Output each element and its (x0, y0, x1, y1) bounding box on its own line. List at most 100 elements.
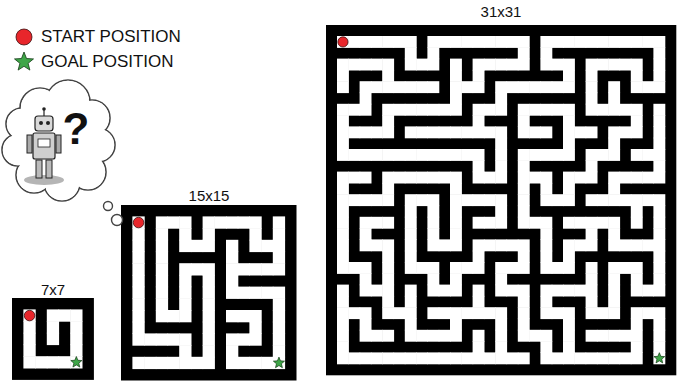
maze-passage (450, 217, 462, 229)
maze-passage (597, 36, 609, 48)
maze-passage (552, 149, 564, 161)
maze-passage (382, 285, 394, 297)
maze-passage (416, 330, 428, 342)
maze-passage (484, 126, 496, 138)
maze-passage (608, 93, 620, 105)
maze-passage (631, 341, 643, 353)
maze-passage (156, 275, 168, 287)
maze-passage (552, 81, 564, 93)
maze-passage (597, 59, 609, 71)
maze-passage (653, 160, 665, 172)
maze-passage (495, 217, 507, 229)
maze-passage (226, 333, 238, 345)
maze-passage (608, 330, 620, 342)
maze-passage (540, 239, 552, 251)
maze-passage (608, 59, 620, 71)
maze-passage (507, 59, 519, 71)
maze-passage (47, 321, 59, 333)
maze-passage (495, 93, 507, 105)
maze-passage (337, 341, 349, 353)
maze-passage (348, 352, 360, 364)
goal-marker (654, 353, 665, 363)
maze-passage (226, 240, 238, 252)
maze-passage (249, 333, 261, 345)
maze-walls (12, 298, 94, 380)
maze-passage (473, 160, 485, 172)
maze-passage (337, 307, 349, 319)
maze-passage (394, 81, 406, 93)
maze-passage (156, 357, 168, 369)
maze-passage (563, 59, 575, 71)
maze-passage (563, 330, 575, 342)
maze-passage (484, 217, 496, 229)
maze-passage (405, 47, 417, 59)
maze-passage (273, 252, 285, 264)
maze-passage (70, 356, 82, 368)
maze-passage (382, 70, 394, 82)
maze-passage (348, 172, 360, 184)
maze-passage (631, 59, 643, 71)
maze-passage (653, 115, 665, 127)
maze-passage (427, 47, 439, 59)
maze-passage (416, 126, 428, 138)
maze-passage (405, 352, 417, 364)
maze-passage (631, 172, 643, 184)
maze-passage (337, 285, 349, 297)
maze-passage (586, 296, 598, 308)
maze-passage (249, 263, 261, 275)
maze-passage (156, 287, 168, 299)
maze-grid (326, 25, 676, 375)
maze-passage (203, 310, 215, 322)
maze-passage (337, 319, 349, 331)
maze-passage (179, 228, 191, 240)
maze-passage (540, 59, 552, 71)
maze-passage (249, 310, 261, 322)
maze-passage (394, 104, 406, 116)
maze-passage (574, 217, 586, 229)
maze-passage (405, 262, 417, 274)
maze-passage (507, 239, 519, 251)
maze-passage (495, 138, 507, 150)
maze-passage (382, 172, 394, 184)
maze-passage (473, 194, 485, 206)
maze-passage (608, 149, 620, 161)
maze-passage (608, 194, 620, 206)
maze-passage (337, 228, 349, 240)
maze-passage (371, 36, 383, 48)
maze-passage (461, 194, 473, 206)
maze-passage (574, 285, 586, 297)
maze-passage (382, 273, 394, 285)
maze-passage (371, 239, 383, 251)
goal-marker (71, 357, 82, 368)
maze-passage (132, 322, 144, 334)
maze-passage (653, 307, 665, 319)
maze-passage (540, 352, 552, 364)
maze-passage (132, 333, 144, 345)
maze-passage (23, 356, 35, 368)
maze-passage (70, 345, 82, 357)
maze-passage (337, 352, 349, 364)
maze-passage (360, 81, 372, 93)
maze-passage (540, 285, 552, 297)
maze-passage (563, 285, 575, 297)
maze-passage (360, 239, 372, 251)
maze-passage (586, 239, 598, 251)
maze-passage (427, 81, 439, 93)
maze-passage (461, 36, 473, 48)
maze-passage (642, 239, 654, 251)
maze-passage (427, 273, 439, 285)
maze-passage (23, 309, 35, 321)
maze-passage (371, 81, 383, 93)
maze-passage (507, 36, 519, 48)
maze-passage (473, 352, 485, 364)
maze-passage (273, 228, 285, 240)
maze-passage (427, 194, 439, 206)
maze-passage (261, 263, 273, 275)
maze-passage (563, 36, 575, 48)
maze-passage (518, 319, 530, 331)
maze-passage (360, 307, 372, 319)
maze-passage (518, 172, 530, 184)
maze-passage (416, 194, 428, 206)
maze-passage (360, 126, 372, 138)
maze-passage (179, 216, 191, 228)
